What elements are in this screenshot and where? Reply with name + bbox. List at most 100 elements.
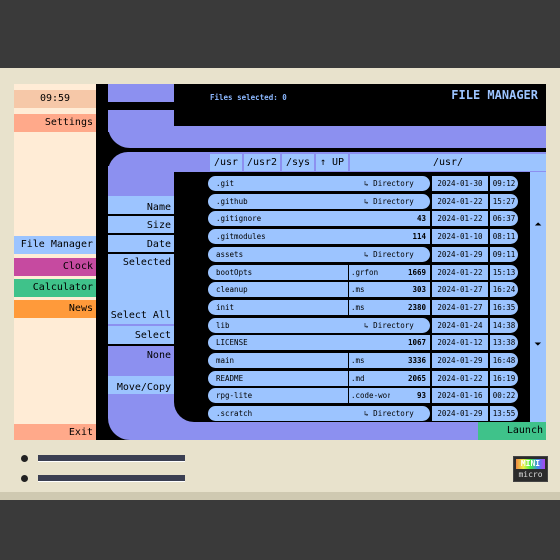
bezel-shadow bbox=[0, 492, 560, 500]
file-time: 14:38 bbox=[490, 317, 518, 333]
file-extension: .ms bbox=[348, 353, 390, 368]
power-led-icon bbox=[21, 455, 28, 462]
page-title: FILE MANAGER bbox=[451, 88, 538, 102]
mini-micro-logo: MINI micro bbox=[513, 456, 548, 482]
tab-usr2[interactable]: /usr2 bbox=[244, 154, 280, 171]
file-time: 09:12 bbox=[490, 176, 518, 191]
scroll-down-icon[interactable]: ⏷ bbox=[534, 340, 542, 350]
file-name: LICENSE bbox=[208, 335, 390, 351]
clock-display: 09:59 bbox=[14, 90, 96, 108]
file-time: 15:27 bbox=[490, 193, 518, 209]
file-time: 13:55 bbox=[490, 406, 518, 422]
file-name: bootOpts bbox=[208, 264, 390, 280]
exit-button[interactable]: Exit bbox=[14, 424, 96, 440]
tab-sys[interactable]: /sys bbox=[282, 154, 314, 171]
file-time: 09:11 bbox=[490, 246, 518, 262]
sidebar-item-news[interactable]: News bbox=[14, 300, 96, 318]
tab-usr[interactable]: /usr bbox=[210, 154, 242, 171]
scroll-up-icon[interactable]: ⏶ bbox=[534, 220, 542, 230]
sidebar-item-settings[interactable]: Settings bbox=[14, 114, 96, 132]
file-date: 2024-01-29 bbox=[432, 353, 488, 368]
file-name: .github bbox=[208, 193, 390, 209]
up-button[interactable]: ↑ UP bbox=[316, 154, 348, 171]
sidebar-item-file-manager[interactable]: File Manager bbox=[14, 236, 96, 254]
file-name: README bbox=[208, 370, 390, 386]
select-all-button[interactable]: Select All bbox=[108, 306, 174, 324]
file-time: 16:48 bbox=[490, 353, 518, 368]
footer-bar bbox=[210, 422, 490, 440]
sidebar-item-clock[interactable]: Clock bbox=[14, 258, 96, 276]
file-size: 43 bbox=[348, 211, 430, 227]
sort-date-button[interactable]: Date bbox=[108, 235, 174, 252]
sort-name-button[interactable]: Name bbox=[108, 196, 174, 214]
file-size: 114 bbox=[348, 229, 430, 245]
file-date: 2024-01-29 bbox=[432, 406, 488, 422]
drive-slot bbox=[38, 455, 185, 462]
move-copy-button[interactable]: Move/Copy bbox=[108, 376, 174, 394]
file-name: cleanup bbox=[208, 282, 390, 298]
header-bar bbox=[210, 126, 546, 148]
frame-left-upper bbox=[108, 166, 174, 196]
file-time: 15:13 bbox=[490, 264, 518, 280]
file-name: init bbox=[208, 299, 390, 315]
sidebar-item-calculator[interactable]: Calculator bbox=[14, 279, 96, 297]
current-path: /usr/ bbox=[350, 154, 546, 171]
file-date: 2024-01-12 bbox=[432, 335, 488, 351]
frame-top-block bbox=[108, 84, 174, 102]
file-extension: .ms bbox=[348, 282, 390, 298]
directory-badge: ↳ Directory bbox=[348, 317, 430, 333]
directory-badge: ↳ Directory bbox=[348, 176, 430, 191]
file-name: .scratch bbox=[208, 406, 390, 422]
directory-badge: ↳ Directory bbox=[348, 193, 430, 209]
file-name: lib bbox=[208, 317, 390, 333]
files-selected-label: Files selected: 0 bbox=[210, 93, 287, 102]
file-date: 2024-01-27 bbox=[432, 299, 488, 315]
file-name: rpg-lite bbox=[208, 388, 390, 404]
file-date: 2024-01-22 bbox=[432, 370, 488, 386]
launch-button[interactable]: Launch bbox=[478, 422, 546, 440]
header-cutout bbox=[174, 84, 546, 126]
file-name: assets bbox=[208, 246, 390, 262]
file-name: .git bbox=[208, 176, 390, 191]
directory-badge: ↳ Directory bbox=[348, 246, 430, 262]
file-date: 2024-01-22 bbox=[432, 193, 488, 209]
file-date: 2024-01-22 bbox=[432, 264, 488, 280]
file-date: 2024-01-10 bbox=[432, 229, 488, 245]
status-led-icon bbox=[21, 475, 28, 482]
file-extension: .ms bbox=[348, 299, 390, 315]
file-time: 00:22 bbox=[490, 388, 518, 404]
file-date: 2024-01-16 bbox=[432, 388, 488, 404]
file-date: 2024-01-30 bbox=[432, 176, 488, 191]
file-extension: .code-wor bbox=[348, 388, 390, 404]
sort-selected-button[interactable]: Selected bbox=[108, 254, 174, 314]
file-date: 2024-01-27 bbox=[432, 282, 488, 298]
scrollbar-track[interactable] bbox=[530, 172, 546, 422]
file-date: 2024-01-24 bbox=[432, 317, 488, 333]
file-time: 16:24 bbox=[490, 282, 518, 298]
frame-left-mid2 bbox=[108, 346, 174, 376]
file-size: 1067 bbox=[348, 335, 430, 351]
file-date: 2024-01-29 bbox=[432, 246, 488, 262]
file-date: 2024-01-22 bbox=[432, 211, 488, 227]
drive-slot-2 bbox=[38, 475, 185, 482]
directory-badge: ↳ Directory bbox=[348, 406, 430, 422]
file-time: 16:19 bbox=[490, 370, 518, 386]
file-name: .gitignore bbox=[208, 211, 390, 227]
select-none-button[interactable]: Select None bbox=[108, 326, 174, 361]
sort-size-button[interactable]: Size bbox=[108, 216, 174, 233]
file-time: 06:37 bbox=[490, 211, 518, 227]
